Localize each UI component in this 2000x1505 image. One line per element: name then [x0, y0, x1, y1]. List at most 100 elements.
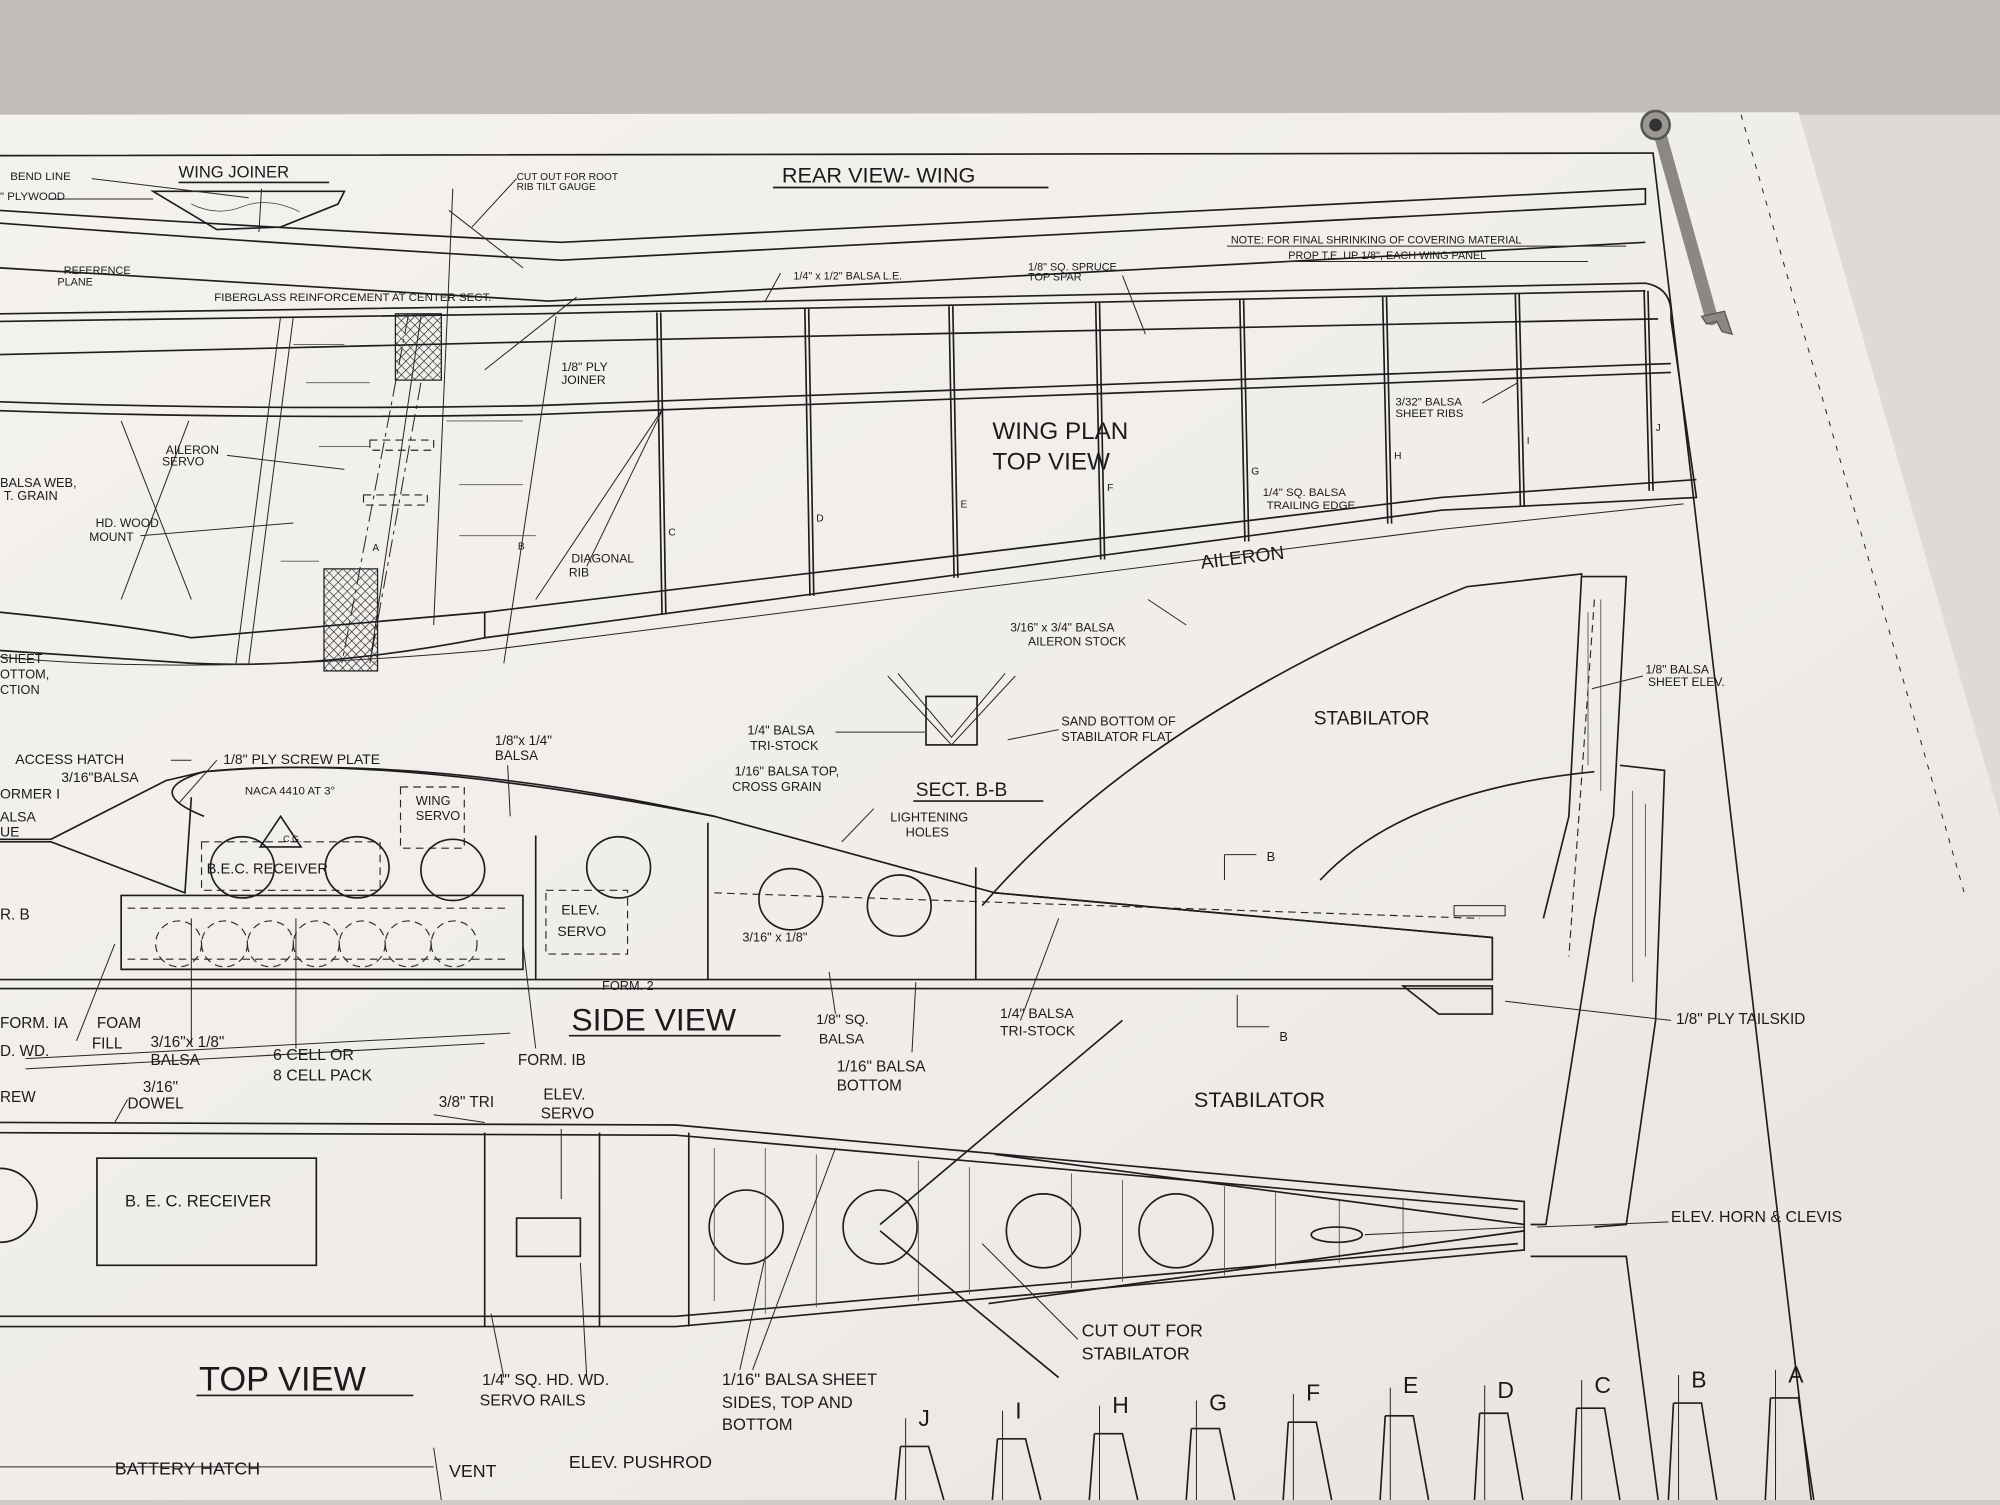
label-elev-servo-top-2: SERVO [541, 1106, 594, 1123]
rib-letter: G [1251, 466, 1259, 477]
rib-letter: E [960, 500, 967, 511]
label-dowel-1: 3/16" [143, 1079, 178, 1096]
side-view-fuselage-drawing [0, 766, 1506, 1070]
section-letter: G [1209, 1390, 1227, 1416]
label-tailskid: 1/8" PLY TAILSKID [1676, 1011, 1805, 1028]
label-elev-servo-top-1: ELEV. [543, 1086, 585, 1103]
label-spruce-1: 1/8" SQ. SPRUCE [1028, 261, 1117, 273]
wing-rib [1094, 302, 1106, 560]
rib-section [1282, 1421, 1333, 1501]
label-top-view-fuse: TOP VIEW [199, 1360, 367, 1398]
rib-section [1667, 1402, 1718, 1501]
label-sheet-ribs-2: SHEET RIBS [1395, 408, 1463, 420]
label-servo-rails-2: SERVO RAILS [480, 1393, 586, 1410]
label-lightening-2: HOLES [906, 825, 949, 840]
label-stabilator-lower: STABILATOR [1194, 1087, 1325, 1112]
label-tri-stock-1: 1/4" BALSA [747, 723, 814, 738]
label-balsa-316x18-1: 3/16"x 1/8" [151, 1034, 225, 1051]
label-sq-balsa-1: 1/8" SQ. [816, 1011, 868, 1027]
battery-cell [155, 920, 203, 968]
label-aileron-servo-1: AILERON [166, 443, 219, 457]
label-side-view: SIDE VIEW [571, 1002, 736, 1038]
battery-cell [338, 920, 386, 968]
label-fiberglass: FIBERGLASS REINFORCEMENT AT CENTER SECT. [214, 292, 491, 304]
rib-letter: B [518, 542, 525, 553]
label-b-mark-1: B [1267, 849, 1276, 864]
label-bend-line: BEND LINE [10, 171, 71, 183]
rib-letter: D [816, 514, 823, 525]
label-balsa-web-1: BALSA WEB, [0, 475, 77, 490]
label-reference-1: REFERENCE [64, 265, 131, 277]
label-vent: VENT [449, 1461, 497, 1481]
label-note-1: NOTE: FOR FINAL SHRINKING OF COVERING MA… [1231, 235, 1522, 247]
label-balsa-sheet-1: 1/16" BALSA SHEET [722, 1370, 877, 1389]
lightening-hole [209, 835, 276, 899]
rib-letter: I [1527, 436, 1530, 447]
rib-section [1088, 1432, 1139, 1501]
battery-cell [430, 920, 478, 968]
label-alsa: ALSA [0, 808, 36, 824]
label-elev-servo-side-1: ELEV. [561, 902, 599, 918]
label-aileron-stock-2: AILERON STOCK [1028, 634, 1126, 648]
label-dowel-2: DOWEL [128, 1095, 184, 1112]
label-sheet-1: SHEET [0, 651, 43, 666]
label-cg: C.G. [283, 834, 301, 844]
lightening-hole [1138, 1193, 1214, 1269]
label-sect-bb: SECT. B-B [916, 780, 1007, 801]
label-balsa-sheet-2: SIDES, TOP AND [722, 1393, 853, 1412]
label-plywood: " PLYWOOD [0, 191, 65, 203]
plan-border [0, 152, 1813, 1501]
label-d-wd: D. WD. [0, 1043, 49, 1060]
lightening-hole [420, 838, 486, 902]
label-b-mark-2: B [1279, 1029, 1288, 1044]
label-cut-out-stab-1: CUT OUT FOR [1082, 1321, 1203, 1341]
label-tri-stock-2: TRI-STOCK [750, 738, 819, 753]
lightening-hole [585, 835, 652, 899]
section-letter: J [918, 1405, 929, 1431]
label-wing-joiner: WING JOINER [179, 162, 290, 181]
label-sheet-elev-1: 1/8" BALSA [1645, 662, 1709, 676]
label-balsa-top-1: 1/16" BALSA TOP, [735, 764, 839, 779]
battery-cell [246, 920, 294, 968]
rib-section [1379, 1414, 1430, 1501]
rib-section [1473, 1412, 1524, 1501]
label-note-2: PROP T.E. UP 1/8", EACH WING PANEL [1288, 250, 1486, 262]
label-naca: NACA 4410 AT 3° [245, 786, 335, 798]
label-spruce-2: TOP SPAR [1028, 272, 1082, 284]
label-diagonal-2: RIB [569, 566, 589, 580]
label-ue: UE [0, 824, 19, 840]
label-diagonal-1: DIAGONAL [571, 552, 634, 566]
label-top-view-wing: TOP VIEW [992, 448, 1110, 475]
wing-rib [656, 312, 667, 615]
label-bec-receiver-top: B. E. C. RECEIVER [125, 1192, 272, 1211]
label-sheet-2: OTTOM, [0, 667, 49, 682]
wing-rib [1238, 299, 1250, 542]
section-letter: F [1306, 1380, 1320, 1406]
label-balsa-316x18-2: BALSA [151, 1052, 201, 1069]
label-bottom-1: 1/16" BALSA [837, 1058, 927, 1075]
label-screw-plate: 1/8" PLY SCREW PLATE [223, 751, 380, 767]
label-sq-balsa-2: BALSA [819, 1030, 865, 1046]
wing-plan-drawing: AILERON [0, 282, 1698, 672]
label-trailing-1: 1/4" SQ. BALSA [1263, 487, 1346, 499]
section-letter: D [1497, 1377, 1514, 1403]
label-rear-view-wing: REAR VIEW- WING [782, 162, 975, 187]
label-elev-horn: ELEV. HORN & CLEVIS [1671, 1209, 1842, 1226]
label-balsa-top-2: CROSS GRAIN [732, 779, 821, 794]
label-sheet-3: CTION [0, 682, 40, 697]
label-balsa-sheet-3: BOTTOM [722, 1415, 793, 1434]
section-letter: H [1112, 1392, 1129, 1418]
top-view-fuselage-drawing [0, 1019, 1659, 1501]
section-letter: E [1403, 1372, 1418, 1398]
wing-rib [948, 306, 959, 578]
label-pushrod: ELEV. PUSHROD [569, 1452, 712, 1472]
rib-letter: F [1107, 483, 1113, 494]
rib-letter: A [372, 543, 379, 554]
label-aileron-servo-2: SERVO [162, 455, 204, 469]
label-sheet-ribs-1: 3/32" BALSA [1395, 397, 1462, 409]
label-form-1b: FORM. IB [518, 1052, 586, 1069]
label-elev-servo-side-2: SERVO [557, 923, 606, 939]
